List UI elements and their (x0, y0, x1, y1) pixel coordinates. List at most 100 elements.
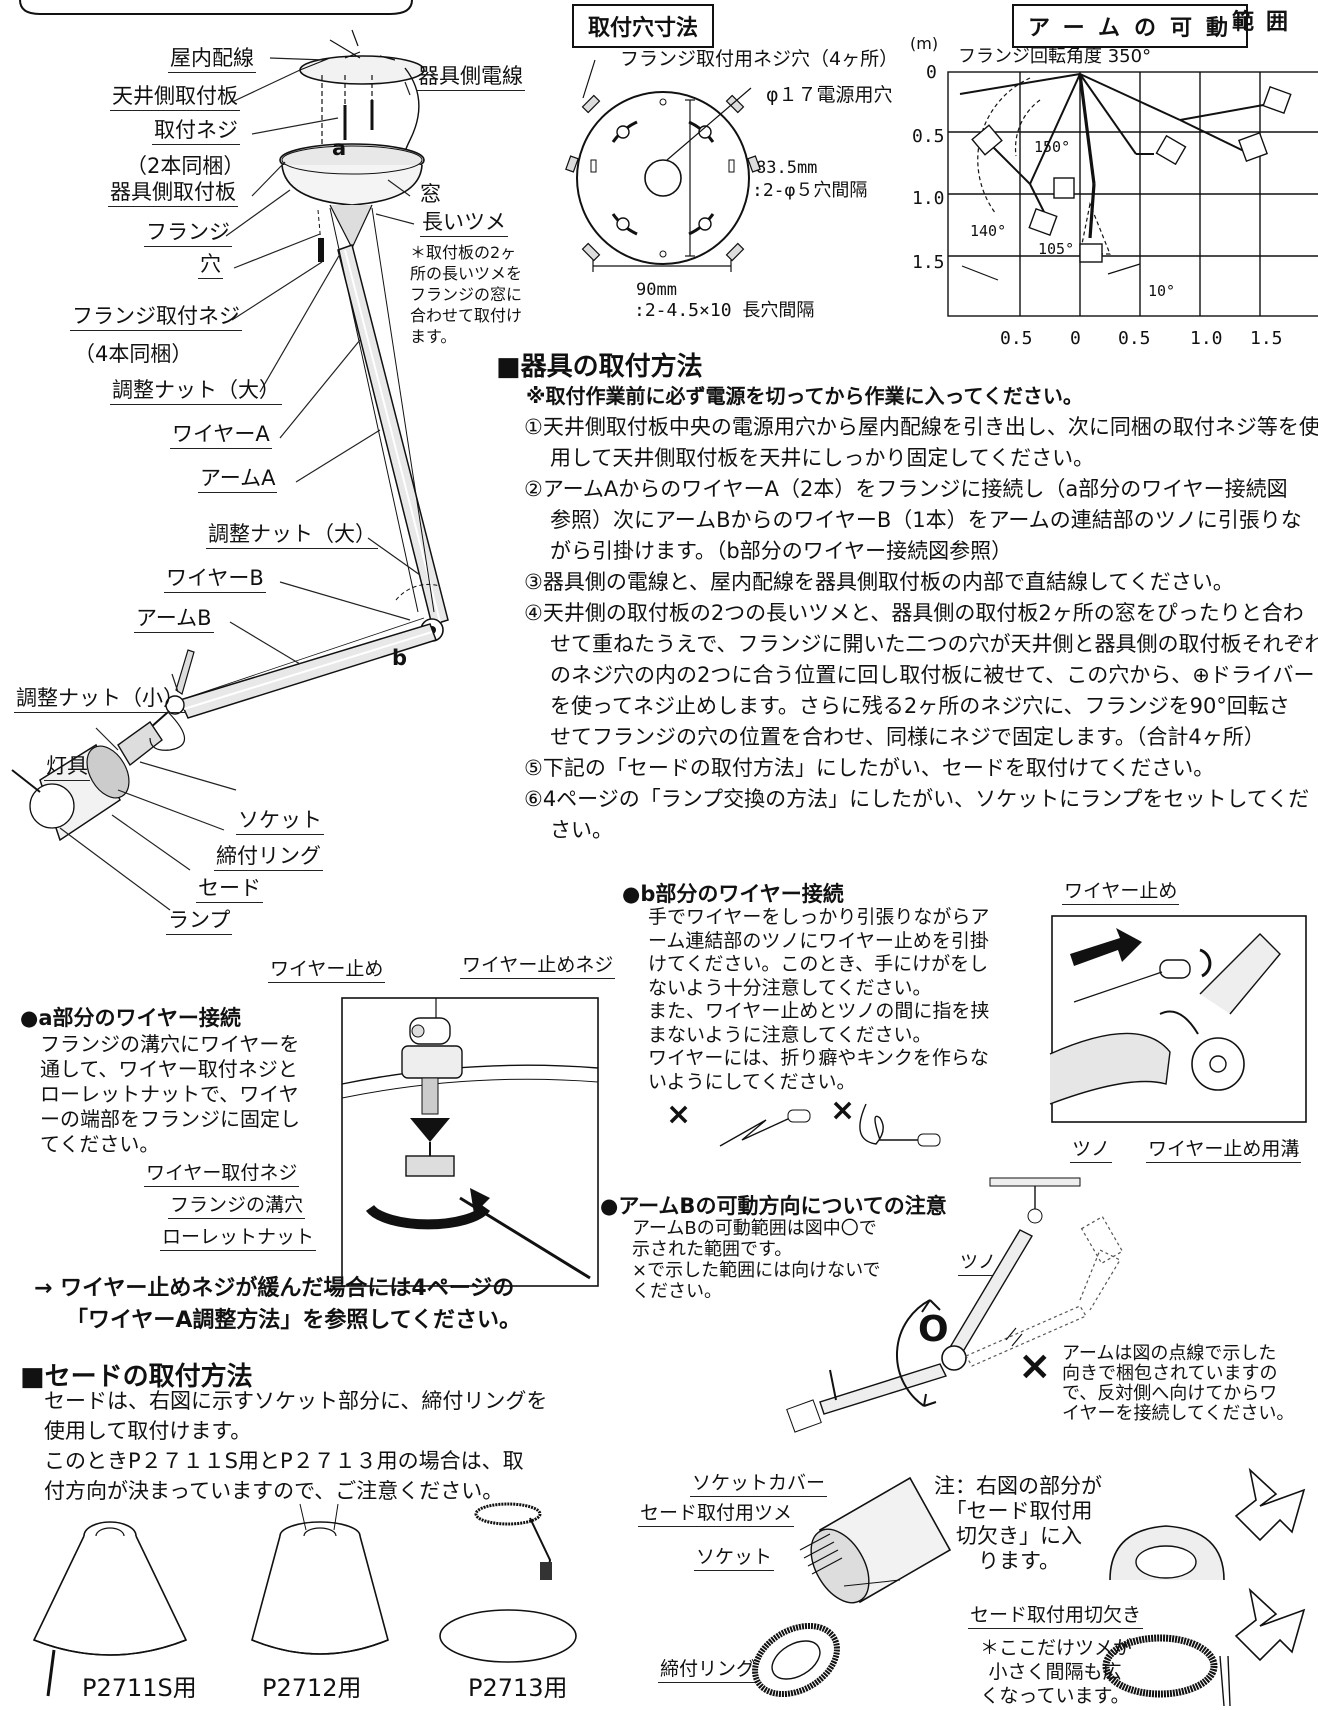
b-wire-line: また、ワイヤー止めとツノの間に指を挟 (648, 1000, 990, 1022)
install-step-line: ①天井側取付板中央の電源用穴から屋内配線を引き出し、次に同梱の取付ネジ等を使 (524, 415, 1318, 439)
install-step-line: ④天井側の取付板の2つの長いツメと、器具側の取付板2ヶ所の窓をぴったりと合わ (524, 601, 1304, 625)
long-tab-note: ＊取付板の2ヶ所の長いツメをフランジの窓に合わせて取付けます。 (410, 243, 523, 346)
cutout-note-line: 小さく間隔も広 (988, 1661, 1122, 1683)
shade-line: セードは、右図に示すソケット部分に、締付リングを (44, 1389, 548, 1413)
range-angle-140: 140° (970, 222, 1007, 240)
install-step-line: ⑤下記の「セードの取付方法」にしたがい、セードを取付けてください。 (524, 756, 1215, 780)
arm-b-figure (786, 1177, 1124, 1433)
label-arm-a: アームA (198, 468, 278, 493)
label-adj-nut-large-1: 調整ナット（大） (110, 380, 282, 405)
label-flange-screw-qty: （4本同梱） (74, 342, 193, 366)
socket-label: ソケット (694, 1548, 775, 1571)
cutout-detail-figure (1102, 1467, 1306, 1707)
arm-b-line: 示された範囲です。 (632, 1239, 793, 1260)
b-wire-line: ないよう十分注意してください。 (648, 976, 932, 999)
install-step-line: ⑥4ページの「ランプ交換の方法」にしたがい、ソケットにランプをセットしてくだ (524, 787, 1310, 811)
shade-tab-label: セード取付用ツメ (638, 1504, 795, 1527)
kink-examples (719, 1103, 941, 1147)
label-shade: セード (196, 878, 263, 903)
range-unit: (m) (910, 34, 939, 53)
install-heading: ■器具の取付方法 (496, 352, 703, 382)
shade-heading: ■セードの取付方法 (20, 1362, 253, 1392)
range-y-tick-0: 0 (926, 62, 937, 83)
socket-note-line: 注：右図の部分が (934, 1474, 1102, 1498)
arm-b-pack-line: 向きで梱包されていますの (1062, 1363, 1278, 1384)
arm-range-chart (947, 71, 1318, 317)
install-steps: ①天井側取付板中央の電源用穴から屋内配線を引き出し、次に同梱の取付ネジ等を使 用… (524, 412, 1318, 846)
a-wire-line: フランジの溝穴にワイヤーを (40, 1032, 300, 1056)
b-wire-x1: × (666, 1097, 692, 1132)
range-angle-150: 150° (1034, 138, 1071, 156)
a-wire-mount-screw-label: ワイヤー取付ネジ (144, 1164, 300, 1187)
label-v-dim: 83.5mm (756, 158, 818, 178)
range-x-tick-1: 0 (1070, 328, 1081, 349)
ring-label: 締付リング (658, 1660, 758, 1683)
b-wire-x2: × (830, 1093, 856, 1128)
arm-b-pack-line: で、反対側へ向けてからワ (1062, 1383, 1278, 1404)
label-fixture-wire: 器具側電線 (416, 66, 525, 91)
arm-b-heading: ●アームBの可動方向についての注意 (600, 1194, 947, 1218)
hole-dims-title: 取付穴寸法 (572, 4, 715, 48)
a-wire-knurl-nut-label: ローレットナット (160, 1228, 317, 1251)
a-wire-line: 通して、ワイヤー取付ネジと (40, 1057, 298, 1081)
label-wire-a: ワイヤーA (170, 424, 272, 449)
a-wire-figure (341, 997, 599, 1287)
label-ceiling-plate: 天井側取付板 (110, 86, 240, 111)
label-h-dim2: :2-4.5×10 長穴間隔 (634, 300, 815, 321)
b-wire-line: ーム連結部のツノにワイヤー止めを引掛 (648, 929, 989, 952)
arm-b-pack-line: イヤーを接続してください。 (1062, 1403, 1295, 1424)
arm-b-line: ください。 (632, 1281, 722, 1302)
a-wire-stop-label: ワイヤー止め (268, 960, 386, 983)
label-flange-screw: フランジ取付ネジ (70, 306, 242, 331)
b-wire-line: いようにしてください。 (648, 1070, 856, 1093)
socket-note-line: ります。 (978, 1549, 1060, 1573)
label-fixture-plate: 器具側取付板 (108, 182, 238, 207)
a-wire-ref-1: → ワイヤー止めネジが緩んだ場合には4ページの (34, 1276, 515, 1301)
socket-note-line: 「セード取付用 (945, 1499, 1093, 1523)
range-y-tick-2: 1.0 (912, 188, 945, 209)
range-x-tick-4: 1.5 (1250, 328, 1283, 349)
arm-b-x-mark: × (1018, 1343, 1052, 1389)
range-title-rest: 範囲 (1232, 10, 1301, 35)
a-wire-flange-slot-label: フランジの溝穴 (168, 1196, 306, 1219)
arm-b-line: アームBの可動範囲は図中〇で (632, 1218, 877, 1239)
hole-dims-diagram (565, 59, 761, 272)
b-wire-line: ワイヤーには、折り癖やキンクを作らな (648, 1047, 989, 1069)
label-power-hole: φ１７電源用穴 (766, 84, 893, 106)
label-mount-screw-qty: （2本同梱） (126, 154, 245, 178)
label-arm-b: アームB (134, 608, 214, 633)
install-warning: ※取付作業前に必ず電源を切ってから作業に入ってください。 (526, 384, 1083, 408)
b-wire-heading: ●b部分のワイヤー接続 (622, 882, 844, 906)
shade-line: 使用して取付けます。 (44, 1419, 252, 1443)
label-mark-a: a (332, 136, 347, 160)
shade-model-p2713: P2713用 (468, 1674, 568, 1702)
range-y-tick-3: 1.5 (912, 252, 945, 273)
b-wire-figure (1049, 915, 1307, 1123)
a-wire-text: フランジの溝穴にワイヤーを 通して、ワイヤー取付ネジと ローレットナットで、ワイ… (40, 1032, 340, 1157)
label-h-dim: 90mm (636, 280, 677, 300)
b-wire-groove-label: ワイヤー止め用溝 (1146, 1140, 1302, 1163)
install-step-line: さい。 (550, 818, 613, 842)
label-mount-screw: 取付ネジ (152, 120, 240, 145)
socket-note-line: 切欠き」に入 (956, 1524, 1082, 1548)
socket-cover-label: ソケットカバー (690, 1474, 828, 1497)
label-mark-b: b (392, 646, 408, 670)
b-wire-line: けてください。このとき、手にけがをし (648, 953, 989, 975)
b-wire-text: 手でワイヤーをしっかり引張りながらア ーム連結部のツノにワイヤー止めを引掛 けて… (648, 906, 1038, 1094)
install-step-line: ③器具側の電線と、屋内配線を器具側取付板の内部で直結線してください。 (524, 570, 1234, 594)
label-v-dim2: :2-φ５穴間隔 (752, 180, 868, 201)
range-title-boxed: アームの可動 (1012, 4, 1249, 48)
cutout-note-line: くなっています。 (980, 1685, 1130, 1707)
label-flange-screw-holes: フランジ取付用ネジ穴（4ヶ所） (620, 48, 899, 70)
label-long-tab: 長いツメ (420, 212, 508, 237)
range-x-tick-0: 0.5 (1000, 328, 1033, 349)
range-flange-rot: フランジ回転角度 350° (958, 46, 1152, 67)
shade-models-figure (32, 1502, 577, 1697)
shade-line: 付方向が決まっていますので、ご注意ください。 (44, 1479, 504, 1503)
install-step-line: せて重ねたうえで、フランジに開いた二つの穴が天井側と器具側の取付板それぞれ (550, 632, 1318, 656)
install-step-line: ②アームAからのワイヤーA（2本）をフランジに接続し（a部分のワイヤー接続図 (524, 477, 1288, 501)
install-step-line: がら引掛けます。（b部分のワイヤー接続図参照） (550, 539, 1013, 563)
a-wire-heading: ●a部分のワイヤー接続 (20, 1006, 241, 1030)
a-wire-stop-screw-label: ワイヤー止めネジ (460, 956, 616, 979)
b-wire-line: まないように注意してください。 (648, 1023, 932, 1046)
